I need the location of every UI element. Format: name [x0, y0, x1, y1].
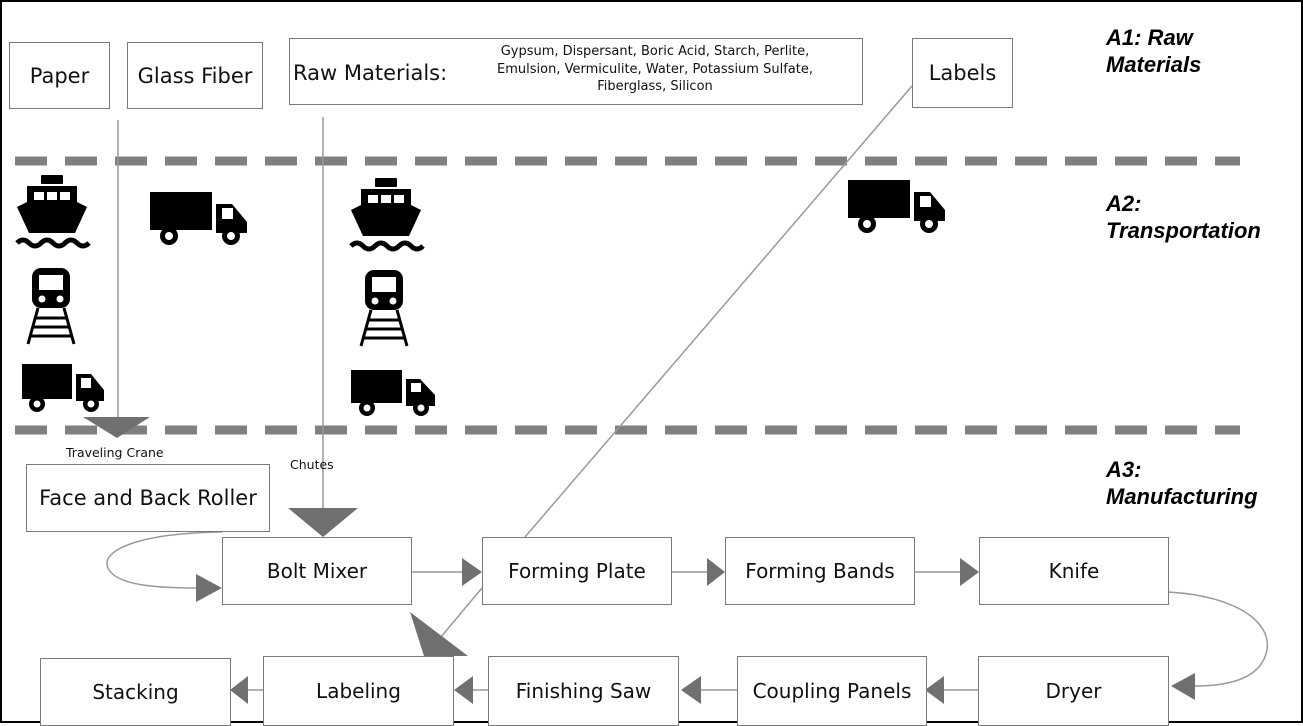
ship-icon — [15, 175, 91, 249]
stacking-label: Stacking — [92, 680, 179, 704]
section-a2-line: A2: — [1106, 191, 1142, 216]
labeling-to-stacking-arrow — [230, 676, 248, 704]
raw-materials-line: Fiberglass, Silicon — [597, 79, 713, 94]
train-icon — [359, 270, 409, 347]
raw-materials-line: Gypsum, Dispersant, Boric Acid, Starch, … — [500, 44, 810, 59]
labels-box: Labels — [912, 38, 1013, 108]
traveling-crane-label: Traveling Crane — [66, 445, 164, 460]
forming-plate-box: Forming Plate — [482, 537, 672, 605]
chutes-label: Chutes — [290, 457, 334, 472]
chutes-arrow — [288, 508, 358, 537]
forming-bands-box: Forming Bands — [725, 537, 915, 605]
dryer-box: Dryer — [978, 656, 1169, 726]
bolt-mixer-box: Bolt Mixer — [222, 537, 412, 605]
knife-box: Knife — [979, 537, 1169, 605]
coupling-panels-label: Coupling Panels — [752, 679, 912, 703]
labeling-box: Labeling — [263, 656, 454, 726]
glass-fiber-box: Glass Fiber — [127, 42, 263, 109]
raw-materials-list: Gypsum, Dispersant, Boric Acid, Starch, … — [497, 43, 813, 96]
section-a3-heading: A3: Manufacturing — [1106, 456, 1258, 510]
section-a1-line: A1: Raw — [1106, 25, 1193, 50]
section-a2-line: Transportation — [1106, 218, 1261, 243]
knife-to-dryer-arrow — [1171, 673, 1195, 700]
stacking-box: Stacking — [40, 658, 231, 726]
dryer-label: Dryer — [1045, 679, 1102, 703]
saw-to-labeling-arrow — [454, 676, 473, 704]
roller-to-mixer-curve — [106, 531, 223, 589]
paper-box: Paper — [9, 42, 110, 109]
coupling-panels-box: Coupling Panels — [737, 656, 927, 726]
truck-icon — [351, 370, 435, 416]
face-back-roller-label: Face and Back Roller — [39, 486, 257, 510]
face-back-roller-box: Face and Back Roller — [26, 464, 270, 532]
coupling-to-saw-arrow — [681, 676, 701, 704]
glass-fiber-label: Glass Fiber — [137, 63, 253, 88]
section-a1-heading: A1: Raw Materials — [1106, 24, 1201, 78]
knife-to-dryer-curve — [1167, 591, 1269, 687]
truck-icon — [848, 180, 945, 233]
traveling-crane-arrow — [83, 417, 150, 438]
section-a3-line: Manufacturing — [1106, 484, 1258, 509]
truck-icon — [22, 364, 104, 412]
section-a3-line: A3: — [1106, 457, 1142, 482]
dryer-to-coupling-arrow — [925, 676, 944, 704]
forming-plate-label: Forming Plate — [508, 559, 646, 583]
bands-to-knife-arrow — [960, 558, 979, 586]
labels-label: Labels — [928, 61, 997, 85]
ship-icon — [349, 178, 425, 252]
train-icon — [26, 268, 76, 345]
raw-materials-label: Raw Materials: — [293, 61, 448, 85]
labels-flow-line-upper — [524, 85, 913, 538]
labels-to-labeling-arrow — [410, 612, 468, 656]
raw-materials-line: Emulsion, Vermiculite, Water, Potassium … — [497, 61, 813, 77]
mixer-to-plate-arrow — [462, 558, 482, 586]
finishing-saw-label: Finishing Saw — [515, 679, 652, 703]
plate-to-bands-arrow — [707, 558, 725, 586]
finishing-saw-box: Finishing Saw — [488, 656, 679, 726]
forming-bands-label: Forming Bands — [745, 559, 895, 583]
truck-icon — [150, 192, 247, 245]
knife-label: Knife — [1048, 559, 1100, 583]
section-a2-heading: A2: Transportation — [1106, 190, 1261, 244]
section-a1-line: Materials — [1106, 52, 1202, 77]
labeling-label: Labeling — [316, 679, 401, 703]
bolt-mixer-label: Bolt Mixer — [266, 559, 368, 583]
roller-to-mixer-arrow — [196, 574, 222, 602]
paper-label: Paper — [29, 63, 90, 88]
raw-materials-box: Raw Materials: Gypsum, Dispersant, Boric… — [289, 38, 863, 105]
